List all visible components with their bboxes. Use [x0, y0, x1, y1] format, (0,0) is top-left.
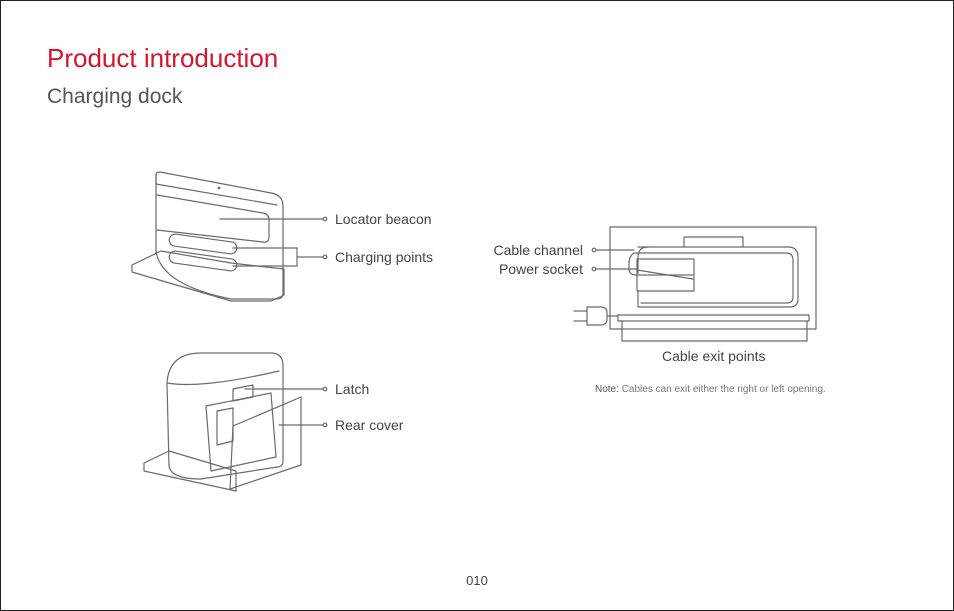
label-cable-exit-points: Cable exit points [662, 348, 766, 364]
dock-front-illustration [131, 171, 285, 302]
note-prefix: Note: [595, 384, 619, 395]
note-body: Cables can exit either the right or left… [621, 384, 826, 395]
dock-rear-illustration [143, 352, 302, 492]
label-charging-points: Charging points [335, 249, 434, 265]
label-rear-cover: Rear cover [335, 417, 404, 433]
page-number: 010 [466, 573, 488, 588]
label-cable-channel: Cable channel [493, 242, 583, 258]
page-title: Product introduction [47, 43, 279, 73]
note-text: Note: Cables can exit either the right o… [595, 384, 826, 395]
label-power-socket: Power socket [498, 261, 583, 277]
cable-routing-illustration [573, 226, 817, 342]
label-latch: Latch [335, 381, 370, 397]
page-subtitle: Charging dock [47, 85, 183, 108]
front-leaders [219, 216, 328, 267]
label-locator-beacon: Locator beacon [335, 211, 432, 227]
rear-leaders [244, 386, 328, 428]
cable-leaders [591, 247, 638, 272]
